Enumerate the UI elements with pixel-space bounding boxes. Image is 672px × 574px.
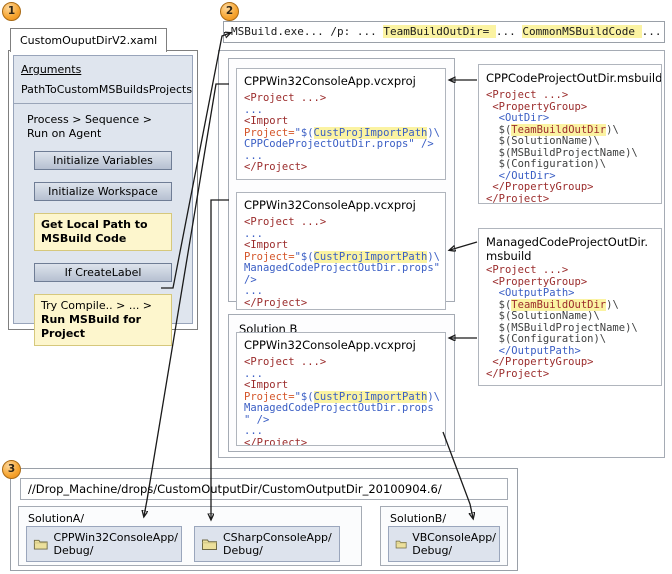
workflow-file-box: CustomOuputDirV2.xaml Arguments PathToCu… bbox=[8, 28, 198, 346]
msbuild-file-cpp-title: CPPCodeProjectOutDir.msbuild bbox=[486, 71, 662, 85]
folder-icon bbox=[202, 539, 217, 550]
workflow-main: Arguments PathToCustomMSBuildsProjects P… bbox=[8, 50, 198, 346]
activity-try-compile: Try Compile.. > ... > Run MSBuild for Pr… bbox=[34, 294, 172, 346]
folder-subdir: Debug/ bbox=[53, 544, 94, 557]
drop-solution-a-label: SolutionA/ bbox=[28, 512, 85, 525]
msbuild-file-cpp-code: <Project ...> <PropertyGroup> <OutDir> $… bbox=[486, 89, 638, 204]
folder-item-text: CPPWin32ConsoleApp/ Debug/ bbox=[54, 531, 178, 557]
vcxproj-b-title: CPPWin32ConsoleApp.vcxproj bbox=[244, 338, 416, 352]
arguments-label: Arguments bbox=[21, 63, 82, 76]
vcxproj-a1-box: CPPWin32ConsoleApp.vcxproj <Project ...>… bbox=[236, 68, 446, 180]
workflow-tab: CustomOuputDirV2.xaml bbox=[10, 28, 168, 52]
msbuild-file-managed-title-line2: msbuild bbox=[486, 249, 532, 263]
activity-run-msbuild-label: Run MSBuild for Project bbox=[41, 313, 142, 340]
folder-item-text: CSharpConsoleApp/ Debug/ bbox=[223, 531, 332, 557]
folder-name: CPPWin32ConsoleApp/ bbox=[53, 531, 178, 544]
vcxproj-a2-box: CPPWin32ConsoleApp.vcxproj <Project ...>… bbox=[236, 192, 446, 310]
activity-if-createlabel: If CreateLabel bbox=[34, 263, 172, 282]
drop-solution-b-label: SolutionB/ bbox=[390, 512, 447, 525]
drop-path-bar: //Drop_Machine/drops/CustomOutputDir/Cus… bbox=[20, 478, 508, 500]
folder-name: VBConsoleApp/ bbox=[412, 531, 496, 544]
step-2-badge: 2 bbox=[220, 2, 239, 21]
activity-initialize-variables: Initialize Variables bbox=[34, 151, 172, 170]
folder-name: CSharpConsoleApp/ bbox=[223, 531, 332, 544]
msbuild-command-bar: MSBuild.exe... /p: ... TeamBuildOutDir= … bbox=[223, 21, 665, 43]
folder-icon bbox=[395, 540, 407, 549]
activity-get-local-path: Get Local Path to MSBuild Code bbox=[34, 213, 172, 251]
folder-item-csharp: CSharpConsoleApp/ Debug/ bbox=[194, 526, 340, 562]
folder-item-cppwin32: CPPWin32ConsoleApp/ Debug/ bbox=[26, 526, 182, 562]
folder-subdir: Debug/ bbox=[223, 544, 263, 557]
process-path-line1: Process > Sequence > bbox=[27, 113, 152, 126]
activity-get-local-path-label: Get Local Path to MSBuild Code bbox=[41, 218, 148, 245]
vcxproj-b-box: CPPWin32ConsoleApp.vcxproj <Project ...>… bbox=[236, 332, 446, 446]
msbuild-file-managed-title: ManagedCodeProjectOutDir. msbuild bbox=[486, 235, 661, 263]
msbuild-file-managed-code: <Project ...> <PropertyGroup> <OutputPat… bbox=[486, 264, 638, 380]
vcxproj-a1-title: CPPWin32ConsoleApp.vcxproj bbox=[244, 74, 416, 88]
activity-try-compile-prefix: Try Compile.. > ... > bbox=[41, 299, 153, 312]
argument-name: PathToCustomMSBuildsProjects bbox=[21, 83, 193, 96]
msbuild-file-cpp-box: CPPCodeProjectOutDir.msbuild <Project ..… bbox=[478, 64, 662, 204]
step-1-badge: 1 bbox=[2, 2, 21, 21]
msbuild-file-managed-box: ManagedCodeProjectOutDir. msbuild <Proje… bbox=[478, 228, 662, 386]
folder-item-text: VBConsoleApp/ Debug/ bbox=[412, 531, 496, 557]
folder-icon bbox=[33, 539, 48, 550]
process-path-line2: Run on Agent bbox=[27, 127, 102, 140]
workflow-panel: Arguments PathToCustomMSBuildsProjects P… bbox=[13, 55, 193, 346]
process-path: Process > Sequence > Run on Agent bbox=[27, 113, 192, 141]
folder-item-vb: VBConsoleApp/ Debug/ bbox=[388, 526, 500, 562]
folder-subdir: Debug/ bbox=[412, 544, 453, 557]
msbuild-file-managed-title-line1: ManagedCodeProjectOutDir. bbox=[486, 235, 648, 249]
arguments-separator bbox=[14, 103, 192, 104]
activity-initialize-workspace: Initialize Workspace bbox=[34, 182, 172, 201]
step-3-badge: 3 bbox=[2, 460, 21, 479]
vcxproj-a2-title: CPPWin32ConsoleApp.vcxproj bbox=[244, 198, 416, 212]
